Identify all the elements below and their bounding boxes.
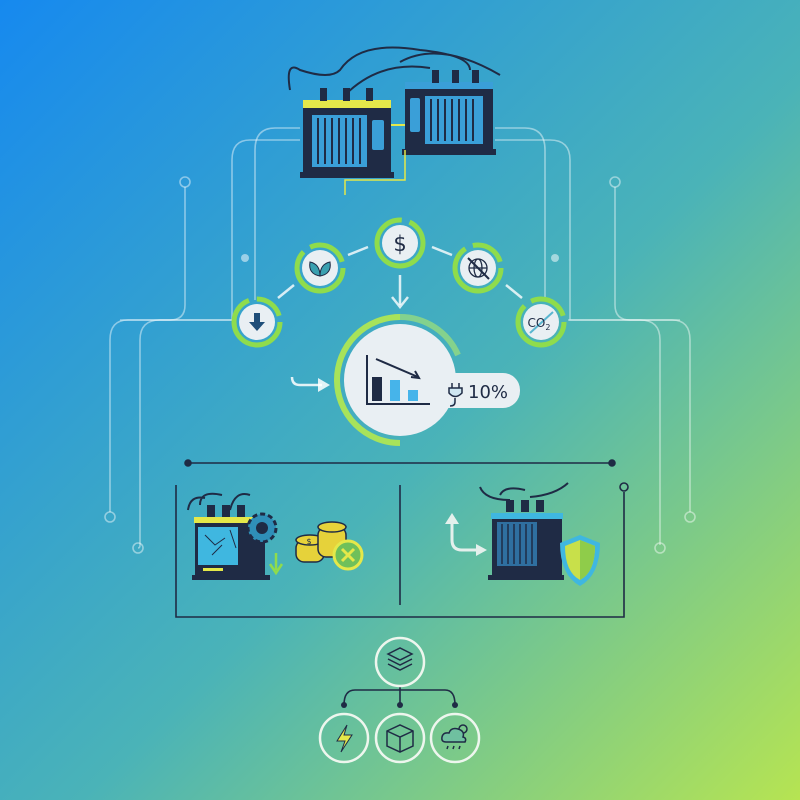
lightning-icon [336,724,353,753]
transformers-icon [287,46,501,195]
node-leaf [294,242,346,294]
node-no-globe [452,242,504,294]
node-co2: CO2 [515,296,567,348]
turn-arrow-icon [450,522,477,552]
down-arrow-green-icon [268,553,284,576]
gear-icon [246,512,278,544]
factor-tree [318,636,481,764]
center-chart-node: 10% [290,313,520,446]
cancel-icon [332,539,364,571]
shield-icon [560,535,600,586]
no-globe-icon [467,257,490,280]
down-arrow-icon [249,313,265,331]
plug-icon [448,383,463,407]
comparison-frame [175,459,629,618]
right-panel [445,482,600,586]
transformer-right [402,70,496,155]
box-icon [386,724,414,753]
circuit-lines [104,127,696,554]
dollar-icon: $ [393,232,406,256]
incoming-arrow [290,376,322,387]
weather-icon [441,724,468,750]
coin-dollar: $ [306,537,311,546]
leaf-icon [309,261,331,277]
transformer-left [300,88,394,178]
tree-child-box [374,712,426,764]
percent-value: 10% [468,382,508,403]
co2-icon: CO2 [528,316,551,332]
declining-bar-chart-icon [366,355,430,405]
tree-root-node [374,636,426,688]
node-connectors [277,245,523,310]
transformer-icon [479,482,569,580]
left-panel: $ [187,492,364,580]
tree-child-weather [429,712,481,764]
tree-child-lightning [318,712,370,764]
node-down-arrow [231,296,283,348]
node-dollar: $ [374,217,426,269]
layers-icon [386,647,414,671]
